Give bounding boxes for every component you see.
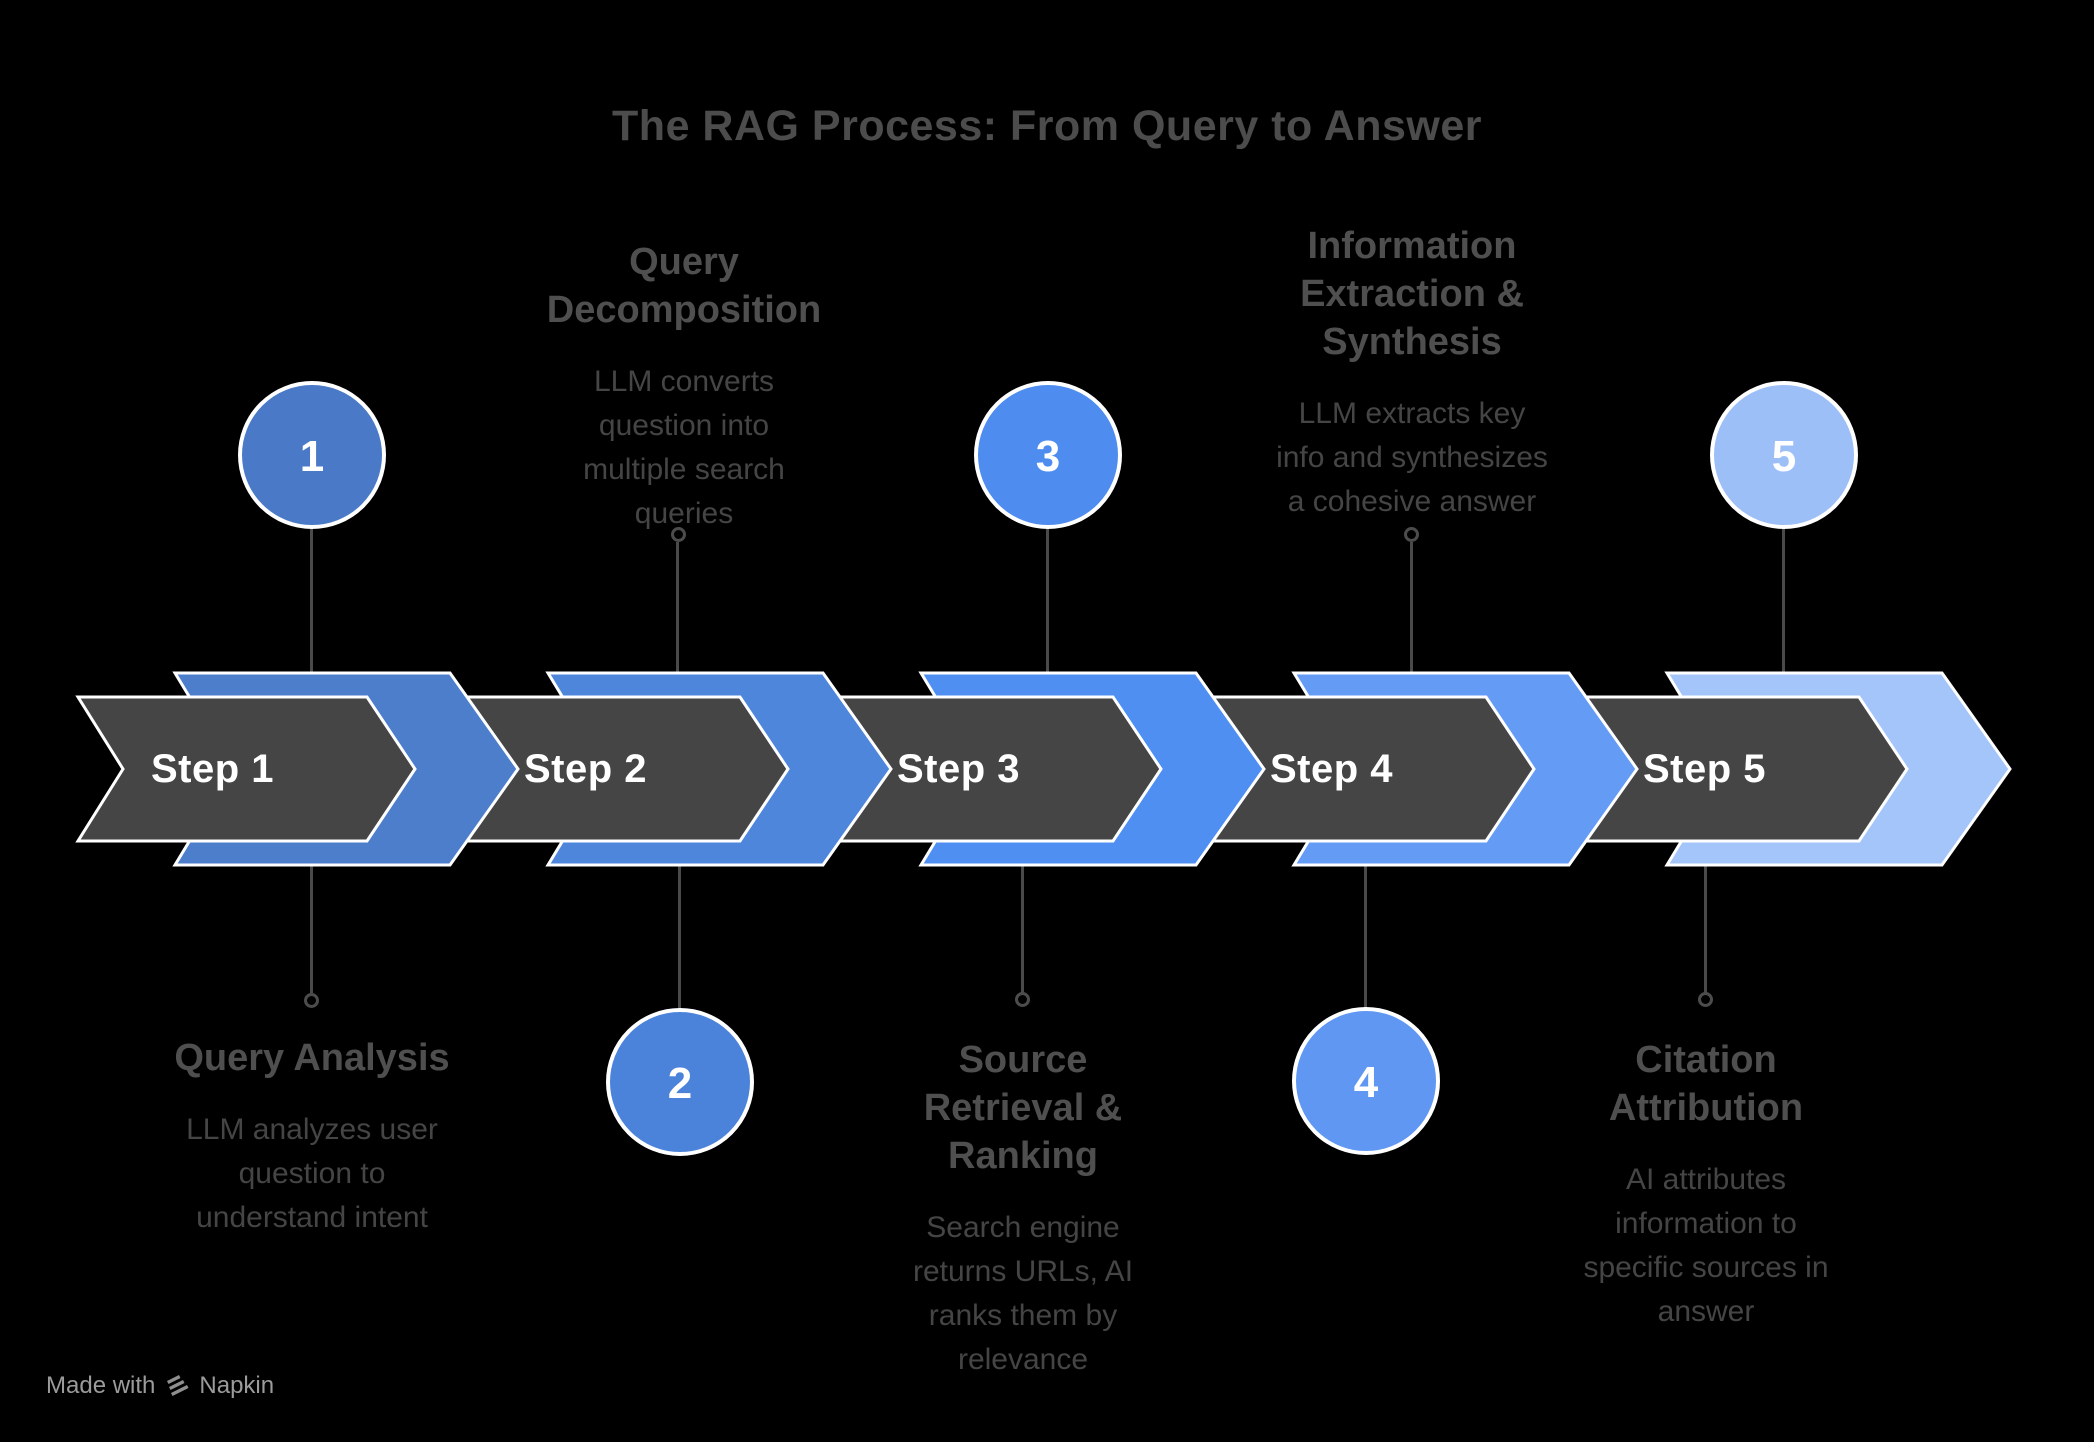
- step-2-number-circle: 2: [606, 1008, 754, 1156]
- step-3-circle-shape: [974, 381, 1122, 529]
- step-1-detail-description: LLM analyzes user question to understand…: [186, 1113, 438, 1234]
- step-5-circle-shape: [1710, 381, 1858, 529]
- step-1-number-circle: 1: [238, 381, 386, 529]
- step-1-chevron: Step 1: [75, 671, 548, 867]
- napkin-brand-text: Napkin: [199, 1372, 275, 1399]
- step-5-connector-ring: [1698, 992, 1713, 1007]
- step-4-connector-line-bottom: [1364, 858, 1367, 1008]
- step-4-number-circle: 4: [1292, 1007, 1440, 1155]
- step-3-chevron: Step 3: [821, 671, 1294, 867]
- step-5-number: 5: [1772, 432, 1796, 481]
- step-5-chevron: Step 5: [1567, 671, 2040, 867]
- step-5-number-circle: 5: [1710, 381, 1858, 529]
- step-3-number-circle: 3: [974, 381, 1122, 529]
- step-4-number: 4: [1354, 1058, 1379, 1107]
- step-1-label: Step 1: [151, 746, 275, 791]
- step-1-connector-line-bottom: [310, 858, 313, 993]
- step-2-connector-ring: [671, 527, 686, 542]
- step-4-detail-heading: Information Extraction & Synthesis: [1300, 225, 1524, 363]
- step-4-connector-ring: [1404, 527, 1419, 542]
- step-3-label: Step 3: [897, 746, 1021, 791]
- step-5-detail-description: AI attributes information to specific so…: [1583, 1163, 1829, 1328]
- step-1-chevron-dark-shape: [75, 695, 417, 843]
- step-3-number: 3: [1036, 432, 1060, 481]
- step-5-detail-block: Citation Attribution AI attributes infor…: [1506, 1036, 1906, 1334]
- step-3-connector-line-bottom: [1021, 858, 1024, 993]
- step-2-detail-heading: Query Decomposition: [546, 241, 822, 331]
- step-4-connector-line-top: [1410, 542, 1413, 700]
- step-1-detail-heading: Query Analysis: [174, 1037, 450, 1079]
- step-3-connector-ring: [1015, 992, 1030, 1007]
- step-3-connector-line-top: [1046, 525, 1049, 700]
- napkin-logo-icon: [167, 1375, 189, 1396]
- step-2-detail-block: Query Decomposition LLM converts questio…: [484, 238, 884, 536]
- step-4-detail-block: Information Extraction & Synthesis LLM e…: [1212, 222, 1612, 524]
- step-2-connector-line-bottom: [678, 858, 681, 1008]
- step-1-number: 1: [300, 432, 324, 481]
- step-2-connector-line-top: [676, 542, 679, 700]
- step-3-detail-description: Search engine returns URLs, AI ranks the…: [912, 1211, 1134, 1376]
- step-2-chevron: Step 2: [448, 671, 921, 867]
- step-3-detail-heading: Source Retrieval & Ranking: [923, 1039, 1123, 1177]
- step-1-connector-ring: [304, 993, 319, 1008]
- made-with-napkin-footer: Made with Napkin: [46, 1372, 274, 1400]
- step-2-detail-description: LLM converts question into multiple sear…: [583, 365, 785, 530]
- page-title: The RAG Process: From Query to Answer: [612, 102, 1482, 150]
- step-3-detail-block: Source Retrieval & Ranking Search engine…: [823, 1036, 1223, 1382]
- step-4-circle-shape: [1292, 1007, 1440, 1155]
- step-1-circle-shape: [238, 381, 386, 529]
- step-5-connector-line-top: [1782, 525, 1785, 700]
- step-5-label: Step 5: [1643, 746, 1767, 791]
- step-4-detail-description: LLM extracts key info and synthesizes a …: [1276, 397, 1548, 518]
- step-5-connector-line-bottom: [1704, 858, 1707, 993]
- step-5-detail-heading: Citation Attribution: [1608, 1039, 1804, 1129]
- step-1-connector-line-top: [310, 525, 313, 700]
- step-4-label: Step 4: [1270, 746, 1394, 791]
- step-1-detail-block: Query Analysis LLM analyzes user questio…: [112, 1034, 512, 1240]
- made-with-text: Made with: [46, 1372, 156, 1399]
- step-2-label: Step 2: [524, 746, 648, 791]
- step-2-number: 2: [668, 1059, 692, 1108]
- step-2-circle-shape: [606, 1008, 754, 1156]
